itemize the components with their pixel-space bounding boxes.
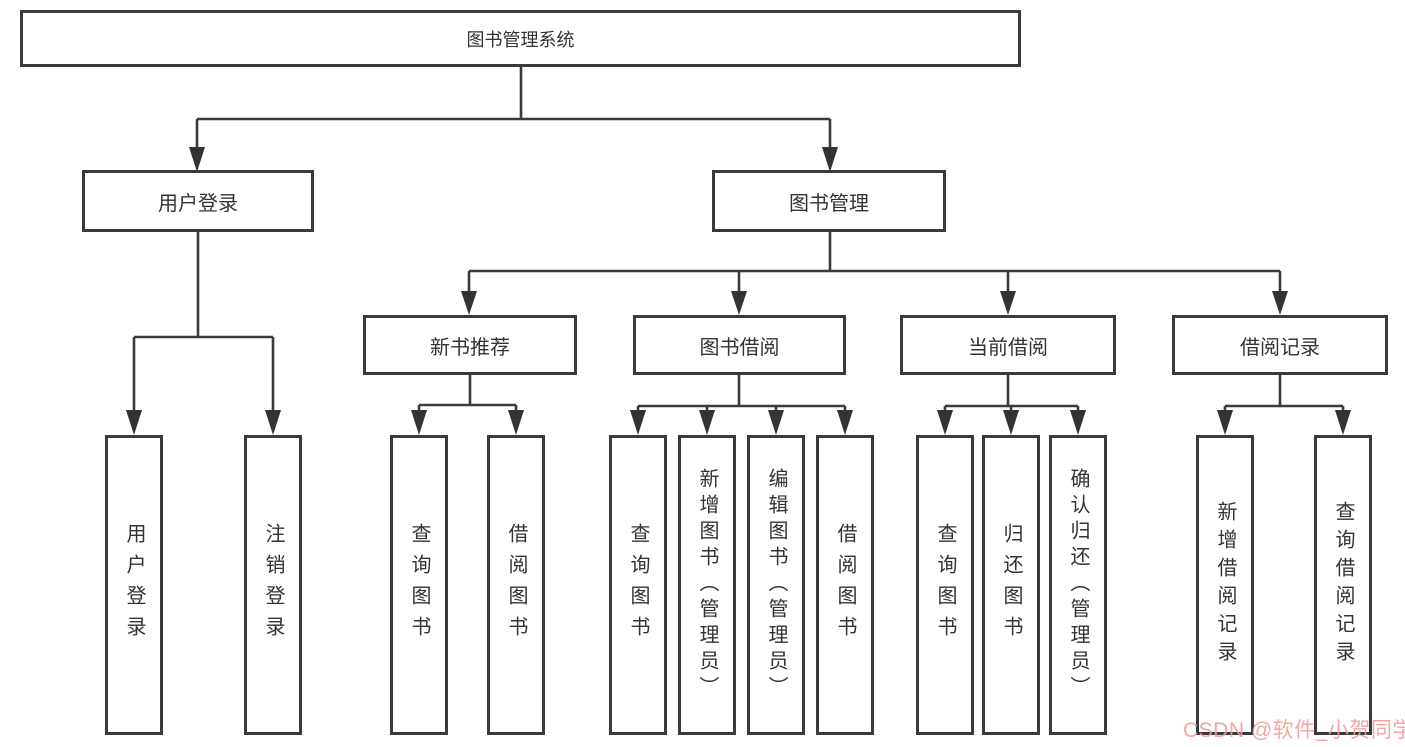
node-label: 查询图书	[627, 523, 649, 647]
node-label: 借阅图书	[834, 523, 856, 647]
node-label: 查询图书	[934, 523, 956, 647]
node-leaf-add-books-admin: 新增图书（管理员）	[678, 435, 736, 735]
node-leaf-add-borrow-record: 新增借阅记录	[1196, 435, 1254, 735]
node-leaf-borrow-books-1: 借阅图书	[487, 435, 545, 735]
node-leaf-borrow-books-2: 借阅图书	[816, 435, 874, 735]
node-leaf-user-login: 用户登录	[105, 435, 163, 735]
node-label: 新书推荐	[430, 336, 510, 359]
node-leaf-query-borrow-record: 查询借阅记录	[1314, 435, 1372, 735]
node-label: 用户登录	[158, 192, 238, 215]
node-new-book-recommendation: 新书推荐	[363, 315, 577, 375]
node-current-borrowing: 当前借阅	[900, 315, 1116, 375]
node-leaf-edit-books-admin: 编辑图书（管理员）	[747, 435, 805, 735]
node-label: 编辑图书（管理员）	[765, 468, 787, 702]
node-leaf-query-books-3: 查询图书	[916, 435, 974, 735]
node-book-borrowing: 图书借阅	[633, 315, 846, 375]
node-leaf-return-books: 归还图书	[982, 435, 1040, 735]
node-book-management-module: 图书管理	[712, 170, 946, 232]
node-leaf-logout: 注销登录	[244, 435, 302, 735]
node-leaf-confirm-return-admin: 确认归还（管理员）	[1049, 435, 1107, 735]
node-label: 确认归还（管理员）	[1067, 468, 1089, 702]
node-label: 查询借阅记录	[1332, 501, 1354, 669]
node-label: 当前借阅	[968, 336, 1048, 359]
node-label: 注销登录	[262, 523, 284, 647]
node-label: 用户登录	[123, 523, 145, 647]
node-label: 借阅记录	[1240, 336, 1320, 359]
node-label: 新增借阅记录	[1214, 501, 1236, 669]
node-leaf-query-books-1: 查询图书	[390, 435, 448, 735]
node-label: 新增图书（管理员）	[696, 468, 718, 702]
node-label: 图书管理系统	[466, 29, 575, 50]
node-borrowing-records: 借阅记录	[1172, 315, 1388, 375]
node-label: 图书管理	[789, 192, 869, 215]
node-library-management-system: 图书管理系统	[20, 10, 1021, 67]
node-label: 图书借阅	[699, 336, 780, 359]
node-label: 借阅图书	[505, 523, 527, 647]
node-label: 查询图书	[408, 523, 430, 647]
csdn-watermark: CSDN @软件_小贺同学	[1183, 719, 1405, 742]
node-leaf-query-books-2: 查询图书	[609, 435, 667, 735]
node-user-login-module: 用户登录	[82, 170, 314, 232]
node-label: 归还图书	[1000, 523, 1022, 647]
